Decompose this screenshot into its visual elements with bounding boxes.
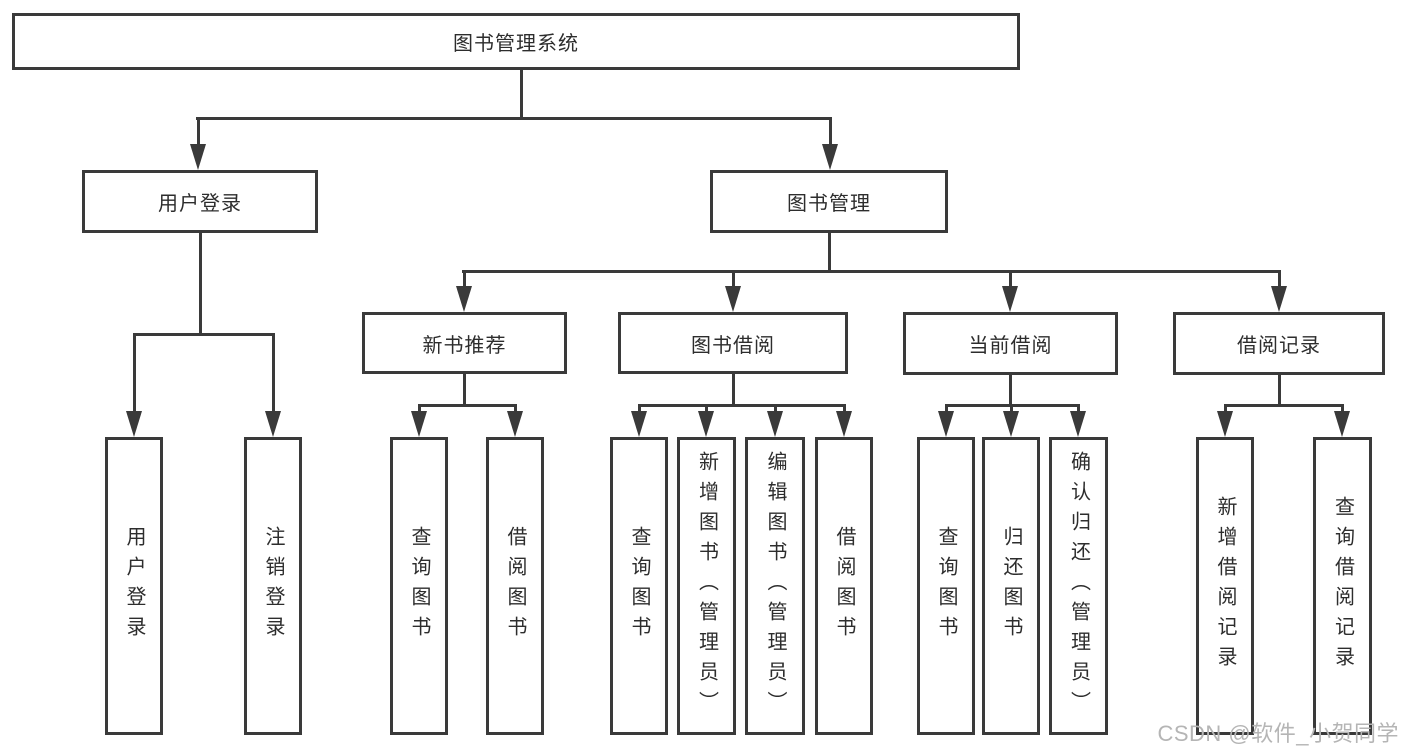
leaf-current-confirm-return-admin-label: 确认归还（管理员） [1067,451,1090,721]
edge-borrow-records-stem [1277,375,1281,406]
arrow-book-management [822,144,838,170]
leaf-borrow-borrow-books: 借阅图书 [815,437,873,735]
node-new-book-recommend-label: 新书推荐 [422,334,507,357]
leaf-borrow-query-books: 查询图书 [610,437,668,735]
node-book-management: 图书管理 [710,170,948,233]
leaf-records-add-record: 新增借阅记录 [1196,437,1254,735]
arrow-borrow-records [1271,286,1287,312]
leaf-records-query-record-label: 查询借阅记录 [1331,496,1354,676]
leaf-logout: 注销登录 [244,437,302,735]
arrow-cb-return [1003,411,1019,437]
node-user-login-label: 用户登录 [158,193,242,215]
arrow-cb-confirm [1070,411,1086,437]
edge-borrow-records-branch [1223,404,1344,407]
node-root-label: 图书管理系统 [453,33,579,55]
leaf-borrow-add-books-admin: 新增图书（管理员） [677,437,736,735]
arrow-leaf-login [126,411,142,437]
leaf-user-login: 用户登录 [105,437,163,735]
leaf-newbook-query-books-label: 查询图书 [408,526,430,646]
edge-book-management-stem [827,233,831,272]
leaf-borrow-edit-books-admin-label: 编辑图书（管理员） [764,451,786,721]
edge-stem-user-login [196,117,200,148]
edge-book-borrow-branch [637,404,846,407]
arrow-leaf-logout [265,411,281,437]
arrow-nb-borrow [507,411,523,437]
node-book-management-label: 图书管理 [787,193,871,215]
node-book-borrow-label: 图书借阅 [691,334,775,357]
leaf-logout-label: 注销登录 [262,526,284,646]
leaf-current-query-books: 查询图书 [917,437,975,735]
arrow-bb-add [698,411,714,437]
leaf-newbook-query-books: 查询图书 [390,437,448,735]
arrow-br-query [1334,411,1350,437]
arrow-nb-query [411,411,427,437]
leaf-borrow-borrow-books-label: 借阅图书 [833,526,855,646]
leaf-newbook-borrow-books: 借阅图书 [486,437,544,735]
node-new-book-recommend: 新书推荐 [362,312,567,374]
arrow-user-login [190,144,206,170]
arrow-new-book [456,286,472,312]
edge-stem-new-book [462,270,466,288]
edge-root-stem [520,70,523,118]
node-root: 图书管理系统 [12,13,1020,70]
arrow-book-borrow [725,286,741,312]
leaf-newbook-borrow-books-label: 借阅图书 [504,526,526,646]
edge-stem-cb-confirm [1076,404,1080,413]
edge-current-borrow-stem [1008,375,1012,406]
edge-stem-bb-edit [773,404,777,413]
node-borrow-records-label: 借阅记录 [1237,335,1321,357]
leaf-borrow-query-books-label: 查询图书 [628,526,650,646]
edge-stem-cb-return [1009,404,1013,413]
arrow-cb-query [938,411,954,437]
edge-stem-br-add [1223,404,1227,413]
edge-stem-borrow-records [1277,270,1281,288]
edge-root-branch [196,117,832,120]
arrow-bb-edit [767,411,783,437]
node-current-borrow-label: 当前借阅 [968,335,1053,357]
leaf-borrow-edit-books-admin: 编辑图书（管理员） [745,437,805,735]
node-current-borrow: 当前借阅 [903,312,1118,375]
arrow-bb-query [631,411,647,437]
edge-stem-bb-borrow [842,404,846,413]
leaf-borrow-add-books-admin-label: 新增图书（管理员） [695,451,718,721]
node-book-borrow: 图书借阅 [618,312,848,374]
edge-book-management-branch [461,270,1281,273]
edge-stem-leaf-login [132,333,136,413]
leaf-user-login-label: 用户登录 [123,526,145,646]
leaf-records-add-record-label: 新增借阅记录 [1214,496,1236,676]
edge-stem-book-borrow [731,270,735,288]
arrow-current-borrow [1002,286,1018,312]
leaf-records-query-record: 查询借阅记录 [1313,437,1372,735]
edge-stem-bb-add [704,404,708,413]
edge-stem-cb-query [944,404,948,413]
edge-user-login-branch [132,333,275,336]
edge-stem-book-management [828,117,832,148]
leaf-current-return-books-label: 归还图书 [1000,526,1022,646]
edge-new-book-stem [462,374,466,406]
arrow-bb-borrow [836,411,852,437]
arrow-br-add [1217,411,1233,437]
leaf-current-query-books-label: 查询图书 [935,526,957,646]
leaf-current-confirm-return-admin: 确认归还（管理员） [1049,437,1108,735]
edge-stem-leaf-logout [271,333,275,413]
edge-book-borrow-stem [731,374,735,406]
edge-stem-current-borrow [1008,270,1012,288]
edge-stem-nb-borrow [513,404,517,413]
edge-stem-nb-query [417,404,421,413]
node-user-login: 用户登录 [82,170,318,233]
edge-stem-br-query [1340,404,1344,413]
edge-user-login-stem [198,233,202,335]
leaf-current-return-books: 归还图书 [982,437,1040,735]
csdn-watermark: CSDN @软件_小贺同学 [1157,721,1399,746]
node-borrow-records: 借阅记录 [1173,312,1385,375]
edge-new-book-branch [417,404,517,407]
edge-stem-bb-query [637,404,641,413]
